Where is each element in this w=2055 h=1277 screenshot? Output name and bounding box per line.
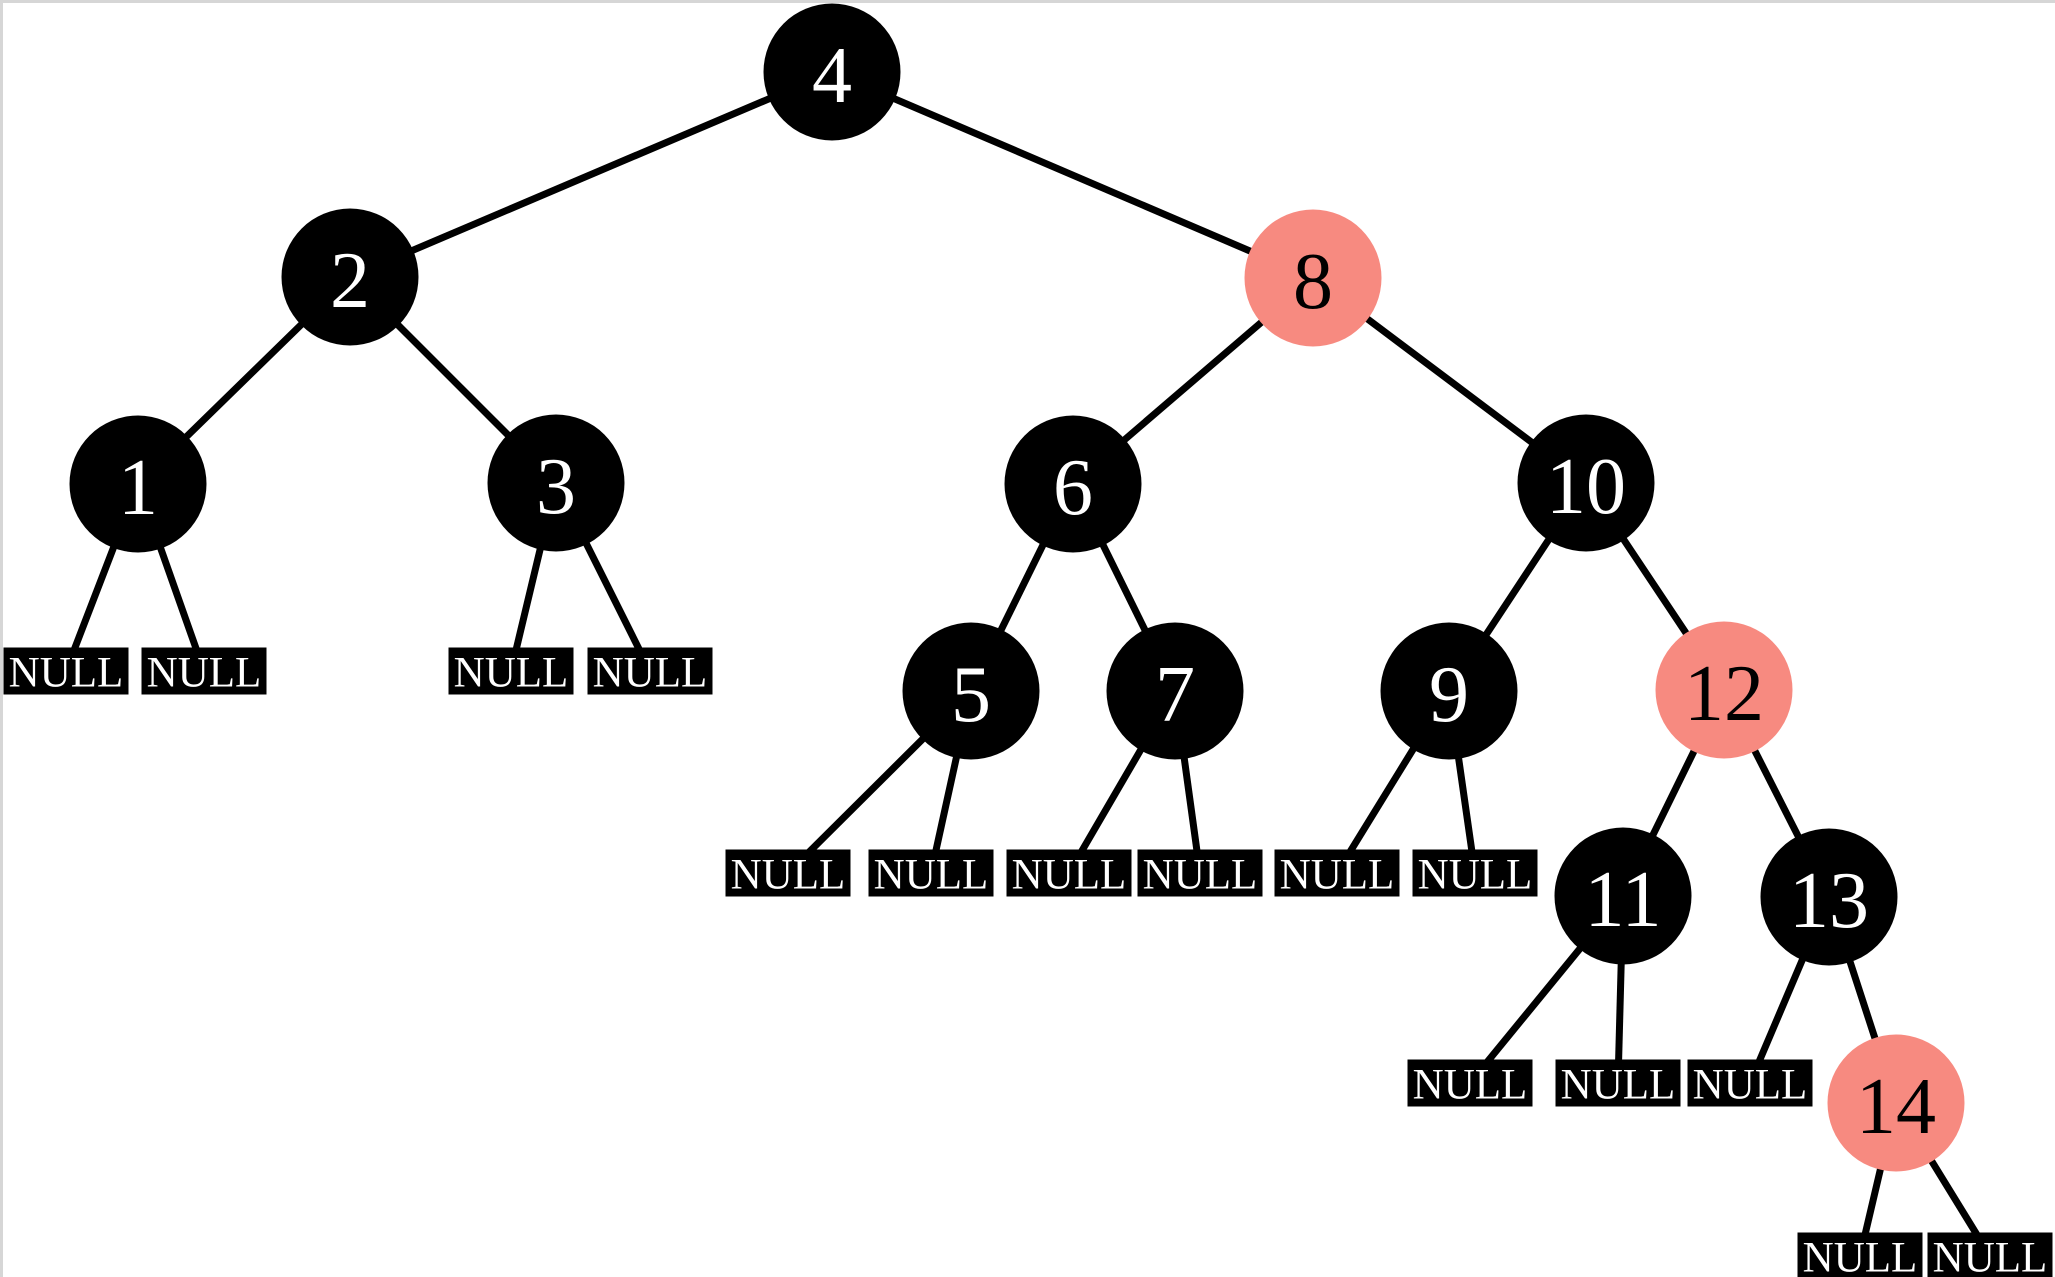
node-label: 8: [1293, 238, 1333, 326]
null-leaf-n2: NULL: [141, 647, 267, 697]
node-label: 6: [1053, 444, 1093, 532]
null-leaf-b1: NULL: [725, 849, 851, 899]
node-label: 10: [1546, 443, 1626, 531]
null-label: NULL: [1280, 852, 1395, 899]
tree-node-13: 13: [1760, 828, 1898, 966]
red-node-circle: [1827, 1034, 1965, 1172]
null-box: [1274, 849, 1400, 897]
node-label: 1: [118, 444, 158, 532]
black-node-circle: [487, 414, 625, 552]
null-leaf-c1: NULL: [1407, 1059, 1533, 1109]
tree-node-14: 14: [1827, 1034, 1965, 1172]
node-label: 14: [1856, 1063, 1936, 1151]
tree-node-11: 11: [1554, 827, 1692, 965]
null-label: NULL: [147, 650, 262, 697]
tree-node-1: 1: [69, 415, 207, 553]
black-node-circle: [1517, 414, 1655, 552]
null-leaf-b6: NULL: [1412, 849, 1538, 899]
null-label: NULL: [731, 852, 846, 899]
tree-node-6: 6: [1004, 415, 1142, 553]
tree-node-10: 10: [1517, 414, 1655, 552]
tree-node-2: 2: [281, 208, 419, 346]
node-label: 4: [812, 32, 852, 120]
node-label: 13: [1789, 857, 1869, 945]
node-label: 12: [1684, 650, 1764, 738]
black-node-circle: [281, 208, 419, 346]
window-border-top: [0, 0, 2055, 3]
null-label: NULL: [1012, 852, 1127, 899]
null-box: [1797, 1232, 1923, 1277]
null-leaf-d2: NULL: [1927, 1232, 2053, 1277]
node-label: 11: [1584, 856, 1661, 944]
null-label: NULL: [1561, 1062, 1676, 1109]
null-label: NULL: [1803, 1235, 1918, 1277]
black-node-circle: [1004, 415, 1142, 553]
null-box: [1412, 849, 1538, 897]
null-leaf-c2: NULL: [1555, 1059, 1681, 1109]
null-leaf-b3: NULL: [1006, 849, 1132, 899]
tree-node-8: 8: [1244, 209, 1382, 347]
node-label: 9: [1429, 651, 1469, 739]
null-label: NULL: [1418, 852, 1533, 899]
null-leaf-n3: NULL: [448, 647, 574, 697]
null-leaf-d1: NULL: [1797, 1232, 1923, 1277]
null-leaf-n1: NULL: [3, 647, 129, 697]
tree-edge-4-2: [348, 68, 834, 281]
red-node-circle: [1244, 209, 1382, 347]
null-box: [448, 647, 574, 695]
null-box: [725, 849, 851, 897]
node-label: 5: [951, 651, 991, 739]
tree-node-4: 4: [763, 3, 901, 141]
null-label: NULL: [1413, 1062, 1528, 1109]
null-label: NULL: [1933, 1235, 2048, 1277]
null-box: [1927, 1232, 2053, 1277]
null-box: [1555, 1059, 1681, 1107]
null-leaf-b5: NULL: [1274, 849, 1400, 899]
null-leaf-b4: NULL: [1137, 849, 1263, 899]
null-leaves-layer: NULL NULL NULL NULL NULL NULL NULL NULL NULL NULL…: [3, 647, 2053, 1277]
red-node-circle: [1655, 621, 1793, 759]
null-label: NULL: [454, 650, 569, 697]
null-box: [1407, 1059, 1533, 1107]
null-label: NULL: [1693, 1062, 1808, 1109]
tree-node-7: 7: [1106, 622, 1244, 760]
node-label: 2: [330, 237, 370, 325]
black-node-circle: [902, 622, 1040, 760]
black-node-circle: [1554, 827, 1692, 965]
null-box: [3, 647, 129, 695]
black-node-circle: [763, 3, 901, 141]
tree-node-12: 12: [1655, 621, 1793, 759]
tree-node-3: 3: [487, 414, 625, 552]
window-border-left: [0, 0, 3, 1277]
black-node-circle: [1380, 622, 1518, 760]
tree-edge-4-8: [830, 68, 1315, 282]
null-label: NULL: [1143, 852, 1258, 899]
black-node-circle: [69, 415, 207, 553]
null-label: NULL: [9, 650, 124, 697]
null-box: [141, 647, 267, 695]
null-box: [1137, 849, 1263, 897]
null-box: [868, 849, 994, 897]
tree-node-5: 5: [902, 622, 1040, 760]
null-box: [1687, 1059, 1813, 1107]
null-leaf-c3: NULL: [1687, 1059, 1813, 1109]
null-leaf-n4: NULL: [587, 647, 713, 697]
node-label: 3: [536, 443, 576, 531]
null-box: [1006, 849, 1132, 897]
null-box: [587, 647, 713, 695]
black-node-circle: [1760, 828, 1898, 966]
null-label: NULL: [593, 650, 708, 697]
null-label: NULL: [874, 852, 989, 899]
null-leaf-b2: NULL: [868, 849, 994, 899]
black-node-circle: [1106, 622, 1244, 760]
tree-node-9: 9: [1380, 622, 1518, 760]
node-label: 7: [1155, 651, 1195, 739]
